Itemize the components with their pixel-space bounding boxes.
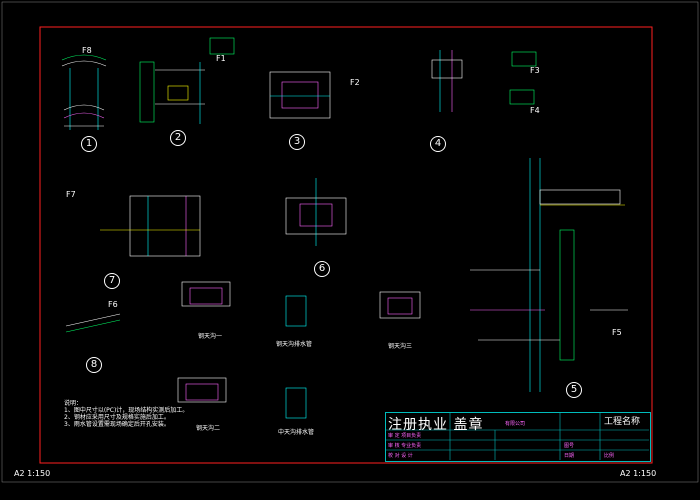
section-mark-f6: F6	[108, 300, 118, 309]
detail-7-drawing	[100, 195, 201, 257]
scale-label-right: A2 1:150	[620, 469, 657, 478]
detail-3-drawing	[209, 37, 331, 119]
drawing-frame	[39, 26, 653, 464]
section-mark-f4: F4	[530, 106, 540, 115]
general-notes: 说明： 1、图中尺寸以(PC)计，现场结构实测后加工。 2、钢材应采用尺寸及规格…	[64, 400, 188, 428]
sink-1-title: 钢天沟一	[198, 333, 223, 340]
section-mark-f3: F3	[530, 66, 540, 75]
detail-number-2: 2	[170, 130, 186, 146]
drawing-no-label: 图号	[564, 443, 575, 449]
detail-number-1: 1	[81, 136, 97, 152]
section-mark-f5: F5	[612, 328, 622, 337]
detail-number-5: 5	[566, 382, 582, 398]
detail-number-4: 4	[430, 136, 446, 152]
date-label: 日期	[564, 453, 575, 459]
title-block-lines	[385, 412, 649, 460]
title-row-1: 审 定 项目负责	[388, 433, 422, 439]
project-name-header: 工程名称	[604, 417, 641, 427]
detail-4-drawing	[431, 50, 537, 112]
sink-3-title: 钢天沟三	[388, 343, 413, 350]
drain-2-title: 中天沟排水管	[278, 429, 315, 436]
section-mark-f8: F8	[82, 46, 92, 55]
title-block	[385, 412, 651, 462]
sink-details-drawing	[177, 281, 421, 419]
company-name: 有限公司	[505, 421, 526, 427]
detail-2-drawing	[139, 61, 205, 124]
sink-2-title: 钢天沟二	[196, 425, 221, 432]
notes-line-1: 1、图中尺寸以(PC)计，现场结构实测后加工。	[64, 407, 189, 414]
section-mark-f2: F2	[350, 78, 360, 87]
notes-line-2: 2、钢材应采用尺寸及规格实施后加工。	[64, 414, 170, 421]
sheet-outer-border	[1, 1, 699, 483]
detail-1-drawing	[61, 54, 107, 130]
section-mark-f7: F7	[66, 190, 76, 199]
notes-heading: 说明：	[64, 400, 83, 407]
section-mark-f1: F1	[216, 54, 226, 63]
detail-5-drawing	[470, 158, 628, 392]
detail-number-3: 3	[289, 134, 305, 150]
notes-line-3: 3、雨水管设置需现场确定后开孔安装。	[64, 421, 170, 428]
title-row-3: 校 对 设 计	[388, 453, 413, 459]
detail-number-7: 7	[104, 273, 120, 289]
detail-6-drawing	[285, 178, 347, 246]
title-row-2: 审 核 专业负责	[388, 443, 422, 449]
sheet-scale-label: 比例	[604, 453, 615, 459]
detail-number-8: 8	[86, 357, 102, 373]
detail-number-6: 6	[314, 261, 330, 277]
detail-8-drawing	[65, 313, 121, 333]
scale-label-left: A2 1:150	[14, 469, 51, 478]
stamp-title: 注册执业 盖章	[388, 417, 484, 433]
drain-1-title: 钢天沟排水管	[276, 341, 313, 348]
